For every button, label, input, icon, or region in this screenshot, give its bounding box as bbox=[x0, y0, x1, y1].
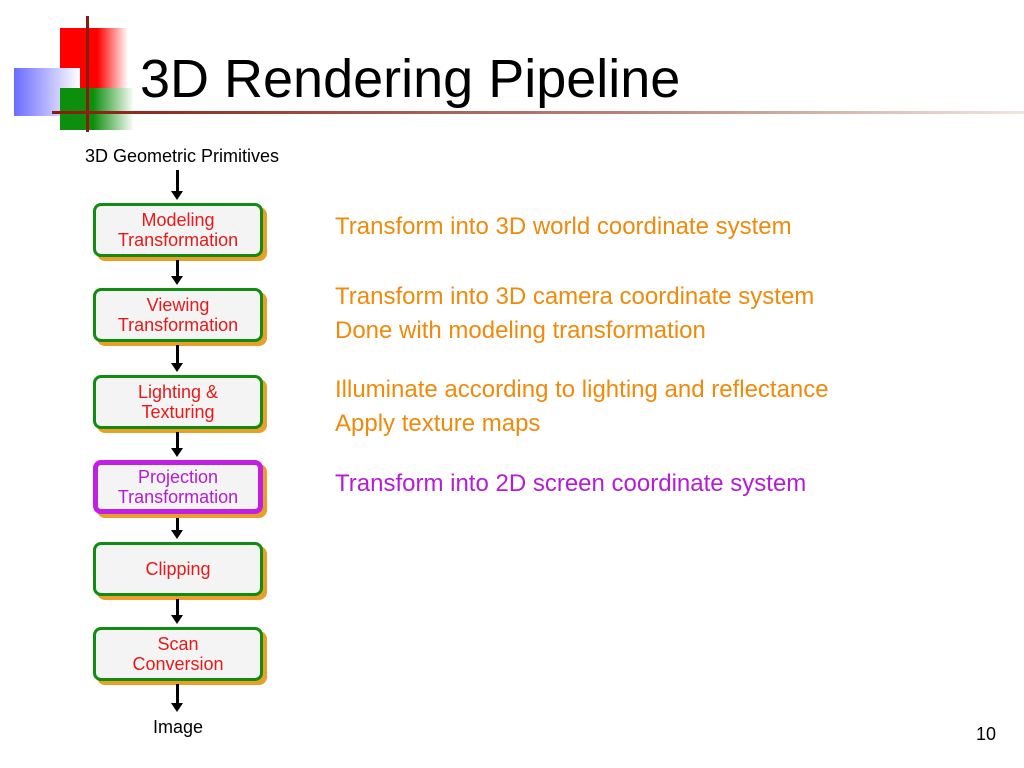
stage-lighting-texturing: Lighting & Texturing bbox=[93, 375, 263, 429]
description-line: Done with modeling transformation bbox=[335, 317, 706, 344]
pipeline-output-label: Image bbox=[152, 717, 204, 737]
flow-arrow bbox=[171, 170, 183, 200]
logo-green-square bbox=[60, 88, 134, 130]
description-modeling: Transform into 3D world coordinate syste… bbox=[335, 210, 792, 244]
flow-arrow bbox=[171, 260, 183, 285]
stage-clipping: Clipping bbox=[93, 542, 263, 596]
description-line: Apply texture maps bbox=[335, 410, 541, 437]
stage-scan-conversion: Scan Conversion bbox=[93, 627, 263, 681]
flow-arrow bbox=[171, 599, 183, 624]
description-projection: Transform into 2D screen coordinate syst… bbox=[335, 467, 806, 501]
flow-arrow bbox=[171, 345, 183, 372]
stage-label: Modeling Transformation bbox=[117, 210, 239, 250]
pipeline-input-label: 3D Geometric Primitives bbox=[84, 146, 280, 166]
flow-arrow bbox=[171, 684, 183, 712]
page-number: 10 bbox=[975, 724, 996, 744]
description-line: Transform into 2D screen coordinate syst… bbox=[335, 470, 807, 497]
stage-label: Clipping bbox=[145, 559, 211, 579]
stage-modeling-transformation: Modeling Transformation bbox=[93, 203, 263, 257]
description-lighting: Illuminate according to lighting and ref… bbox=[335, 373, 829, 441]
description-viewing: Transform into 3D camera coordinate syst… bbox=[335, 280, 814, 348]
description-line: Illuminate according to lighting and ref… bbox=[335, 376, 829, 403]
stage-viewing-transformation: Viewing Transformation bbox=[93, 288, 263, 342]
description-line: Transform into 3D world coordinate syste… bbox=[335, 213, 792, 240]
description-line: Transform into 3D camera coordinate syst… bbox=[335, 283, 815, 310]
stage-label: Projection Transformation bbox=[117, 467, 239, 507]
stage-label: Scan Conversion bbox=[132, 634, 224, 674]
logo-vertical-line bbox=[86, 16, 89, 132]
flow-arrow bbox=[171, 518, 183, 539]
flow-arrow bbox=[171, 432, 183, 457]
stage-label: Viewing Transformation bbox=[117, 295, 239, 335]
title-underline bbox=[52, 111, 1024, 114]
stage-label: Lighting & Texturing bbox=[137, 382, 219, 422]
stage-projection-transformation: Projection Transformation bbox=[93, 460, 263, 514]
slide-title: 3D Rendering Pipeline bbox=[140, 49, 681, 109]
